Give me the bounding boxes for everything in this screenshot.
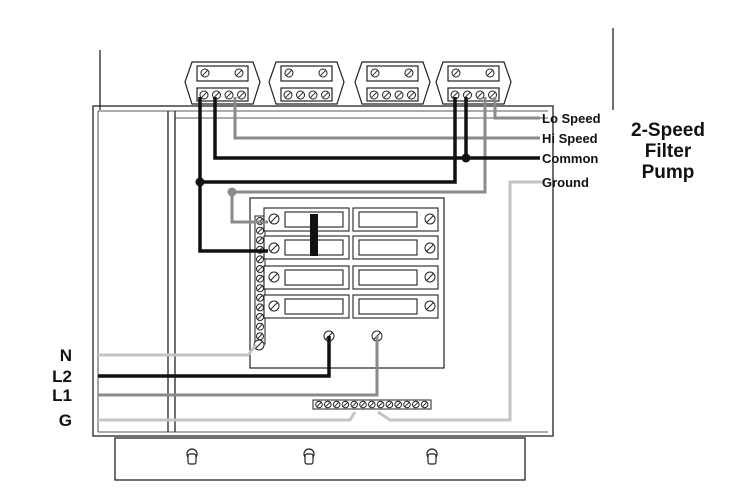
screw-icon <box>350 400 359 409</box>
screw-icon <box>256 332 264 341</box>
screw-icon <box>424 242 436 254</box>
screw-icon <box>424 271 436 283</box>
g-label: G <box>59 411 72 430</box>
ground-label: Ground <box>542 175 589 190</box>
screw-icon <box>256 274 264 283</box>
screw-icon <box>403 400 411 409</box>
screw-icon <box>332 400 341 409</box>
screw-icon <box>256 293 264 302</box>
screw-icon <box>394 90 404 100</box>
screw-icon <box>256 265 264 273</box>
keyhole-slot-icon <box>303 448 315 465</box>
neutral-label: N <box>60 346 72 365</box>
screw-icon <box>368 400 376 409</box>
lo-speed-wire <box>493 97 540 120</box>
screw-icon <box>485 68 495 78</box>
screw-icon <box>412 400 420 409</box>
screw-icon <box>376 400 385 409</box>
l1-label: L1 <box>52 386 72 405</box>
screw-icon <box>385 400 394 409</box>
screw-icon <box>424 300 436 312</box>
ground-bar <box>312 399 432 410</box>
screw-icon <box>296 90 305 100</box>
l2-label: L2 <box>52 367 72 386</box>
keyhole-slot-icon <box>186 448 198 465</box>
screw-icon <box>315 400 323 409</box>
screw-icon <box>321 90 330 100</box>
breaker-tie-bar <box>310 214 318 256</box>
l2-wire <box>98 336 331 378</box>
screw-icon <box>324 400 332 409</box>
common-wire <box>198 97 540 253</box>
enclosure <box>92 28 614 437</box>
screw-icon <box>370 68 380 78</box>
terminal-block <box>435 61 512 105</box>
terminal-block <box>184 61 261 105</box>
screw-icon <box>404 68 414 78</box>
screw-icon <box>253 339 265 351</box>
screw-icon <box>283 90 293 100</box>
keyhole-slot-icon <box>426 448 438 465</box>
screw-icon <box>284 68 294 78</box>
breaker-panel <box>249 197 445 369</box>
l1-wire <box>98 336 379 397</box>
screw-icon <box>382 90 391 100</box>
screw-icon <box>424 213 436 225</box>
pump-title-line1: 2-Speed <box>631 120 705 141</box>
screw-icon <box>451 68 461 78</box>
screw-icon <box>475 90 485 100</box>
screw-icon <box>268 242 280 254</box>
screw-icon <box>359 400 367 409</box>
mounting-bracket <box>114 437 526 481</box>
ground-wire <box>98 180 545 422</box>
terminal-screws <box>199 68 497 100</box>
screw-icon <box>318 68 328 78</box>
screw-icon <box>268 213 280 225</box>
hi-speed-wire <box>230 97 540 224</box>
screw-icon <box>369 90 379 100</box>
screw-icon <box>199 90 209 100</box>
screw-icon <box>256 303 264 312</box>
neutral-wire <box>98 344 258 357</box>
wire-junctions <box>195 153 471 197</box>
screw-icon <box>256 284 264 293</box>
screw-icon <box>407 90 416 100</box>
pump-title-line2: Filter <box>645 141 692 162</box>
screw-icon <box>268 300 280 312</box>
screw-icon <box>224 90 234 100</box>
lo-speed-label: Lo Speed <box>542 111 601 126</box>
terminal-block <box>354 61 431 105</box>
screw-icon <box>237 90 246 100</box>
screw-icon <box>341 400 350 409</box>
screw-icon <box>268 271 280 283</box>
screw-icon <box>394 400 403 409</box>
screw-icon <box>256 313 264 321</box>
screw-icon <box>308 90 318 100</box>
screw-icon <box>256 236 264 245</box>
screw-icon <box>256 255 264 264</box>
screw-icon <box>256 226 264 235</box>
screw-icon <box>234 68 244 78</box>
screw-icon <box>450 90 460 100</box>
screw-icon <box>420 400 429 409</box>
screw-icon <box>256 322 264 331</box>
hi-speed-label: Hi Speed <box>542 131 598 146</box>
terminal-block <box>268 61 345 105</box>
pump-title-line3: Pump <box>642 162 695 183</box>
common-label: Common <box>542 151 598 166</box>
screw-icon <box>200 68 210 78</box>
